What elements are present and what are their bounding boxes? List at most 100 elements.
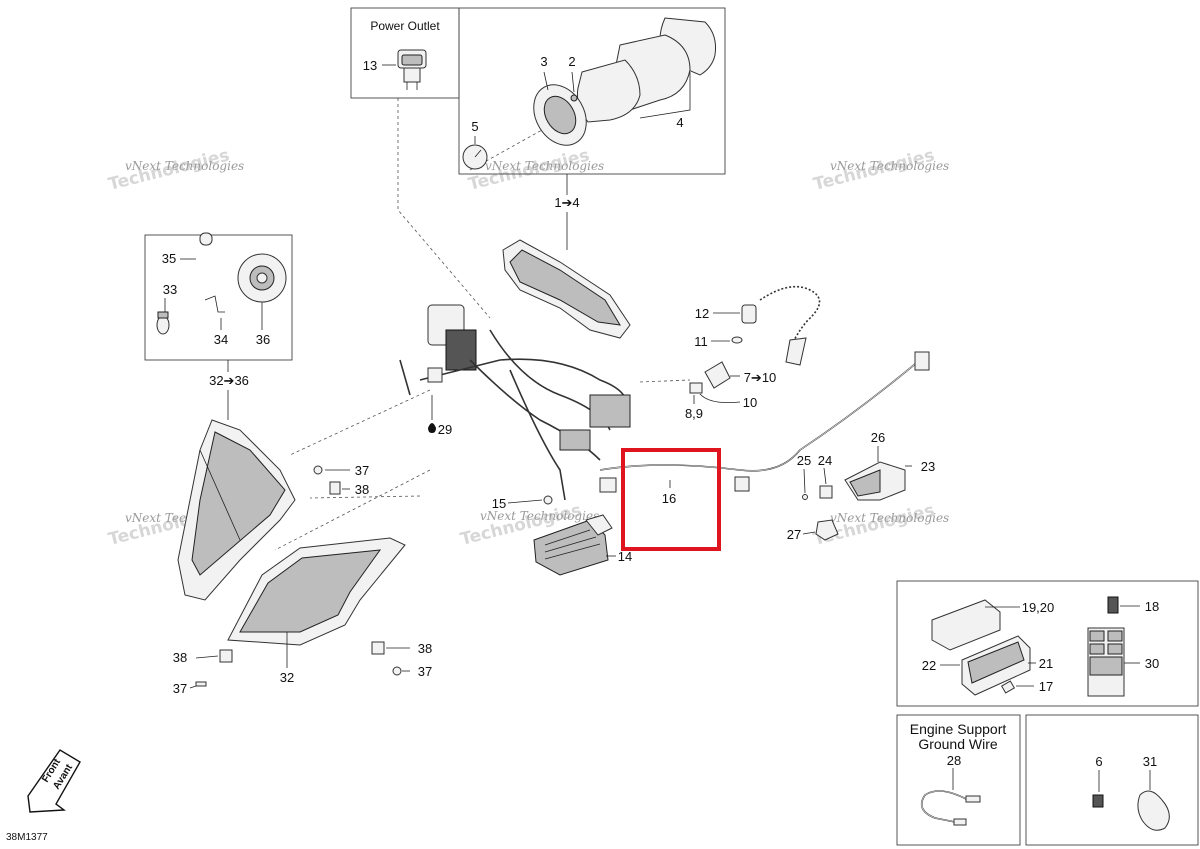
clip-27 [815, 519, 839, 541]
callout-38a: 38 [355, 482, 369, 497]
callout-7-10: 7➔10 [744, 370, 777, 385]
callout-19-20: 19,20 [1022, 600, 1055, 615]
callout-14: 14 [618, 549, 632, 564]
callout-25: 25 [797, 453, 811, 468]
cluster-frame [458, 7, 726, 175]
callout-1-4: 1➔4 [554, 195, 579, 210]
hardware-right-lower [371, 641, 402, 676]
callout-37b: 37 [173, 681, 187, 696]
power-outlet-title: Power Outlet [370, 19, 440, 33]
callout-4: 4 [676, 115, 683, 130]
callout-38c: 38 [418, 641, 432, 656]
tether-cord [759, 285, 821, 366]
callout-15: 15 [492, 496, 506, 511]
fuse-17 [1000, 680, 1016, 694]
callout-8-9: 8,9 [685, 406, 703, 421]
callout-27: 27 [787, 527, 801, 542]
callout-37c: 37 [418, 664, 432, 679]
callout-3: 3 [540, 54, 547, 69]
watermark-small: vNext Technologies [830, 511, 949, 525]
ground-wire-28 [920, 790, 969, 823]
callout-10: 10 [743, 395, 757, 410]
dash-headlight-upper [289, 389, 431, 456]
connector-end [914, 351, 930, 371]
callout-22: 22 [922, 658, 936, 673]
cluster-face [577, 59, 641, 123]
fuse-18 [1107, 596, 1119, 614]
power-outlet-part [397, 49, 427, 90]
fuse-box-panel [896, 580, 1199, 707]
callout-28: 28 [947, 753, 961, 768]
callout-30: 30 [1145, 656, 1159, 671]
callout-13: 13 [363, 58, 377, 73]
callout-33: 33 [163, 282, 177, 297]
callout-17: 17 [1039, 679, 1053, 694]
bracket-23 [844, 461, 906, 501]
dash-power-outlet [397, 98, 491, 319]
ground-wire-frame [896, 714, 1021, 846]
callout-2: 2 [568, 54, 575, 69]
screw-25 [802, 494, 808, 500]
callout-24: 24 [818, 453, 832, 468]
watermark-small: vNext Technologies [830, 159, 949, 173]
diagram-code: 38M1377 [6, 832, 48, 843]
tie-31 [1137, 790, 1170, 831]
part-6 [1092, 794, 1104, 808]
callout-6: 6 [1095, 754, 1102, 769]
cover-36 [237, 253, 287, 303]
main-wiring-harness [399, 239, 930, 501]
fuse-box-frame [896, 580, 1199, 707]
fuse-label-30 [1087, 627, 1125, 697]
washer-11 [731, 336, 743, 344]
callout-12: 12 [695, 306, 709, 321]
callout-35: 35 [162, 251, 176, 266]
drop-icon [428, 423, 436, 433]
ground-wire-box: Engine Support Ground Wire 28 [896, 714, 1021, 846]
watermark-small: vNext Technologies [480, 509, 599, 523]
callout-11: 11 [694, 334, 708, 349]
callout-5: 5 [471, 119, 478, 134]
ground-wire-title-1: Engine Support [910, 721, 1007, 737]
fastener-15 [543, 495, 553, 505]
dash-bracket [309, 495, 421, 499]
headlight-32 [227, 537, 406, 646]
headlight-housing-left [177, 419, 296, 601]
regulator-14 [533, 514, 613, 576]
callout-37a: 37 [355, 463, 369, 478]
hardware-left-lower [195, 649, 233, 687]
misc-frame [1025, 714, 1199, 846]
nut-24 [819, 485, 833, 499]
watermark-small: vNext Technologies [485, 159, 604, 173]
connector-16 [734, 476, 750, 492]
hardware-upper [313, 465, 341, 495]
fuse-cover-19-20 [931, 599, 1001, 651]
bulb-frame [144, 234, 293, 361]
callout-29: 29 [438, 422, 452, 437]
callout-32-36: 32➔36 [209, 373, 249, 388]
callout-34: 34 [214, 332, 228, 347]
dash-headlight-lower [274, 469, 431, 551]
callout-31: 31 [1143, 754, 1157, 769]
cluster-box: 3 2 5 4 [458, 7, 726, 175]
switch-7 [704, 361, 731, 389]
dash-key [639, 379, 691, 383]
nut-8-9 [689, 382, 703, 394]
screw-2 [570, 94, 578, 102]
ground-wire-title-2: Ground Wire [918, 736, 998, 752]
callout-16[interactable]: 16 [662, 491, 676, 506]
bulb-33 [156, 311, 170, 335]
callout-21: 21 [1039, 656, 1053, 671]
clip-34 [204, 295, 225, 313]
misc-parts-box: 6 31 [1025, 714, 1199, 846]
front-arrow: Front Avant [27, 749, 81, 813]
callout-23: 23 [921, 459, 935, 474]
bulb-box: 35 33 34 36 [144, 232, 293, 361]
callout-32: 32 [280, 670, 294, 685]
highlight-box[interactable] [621, 448, 721, 551]
callout-36: 36 [256, 332, 270, 347]
callout-18: 18 [1145, 599, 1159, 614]
watermark-small: vNext Technologies [125, 159, 244, 173]
bulb-35 [199, 232, 213, 246]
power-outlet-box: Power Outlet 13 [350, 7, 460, 99]
